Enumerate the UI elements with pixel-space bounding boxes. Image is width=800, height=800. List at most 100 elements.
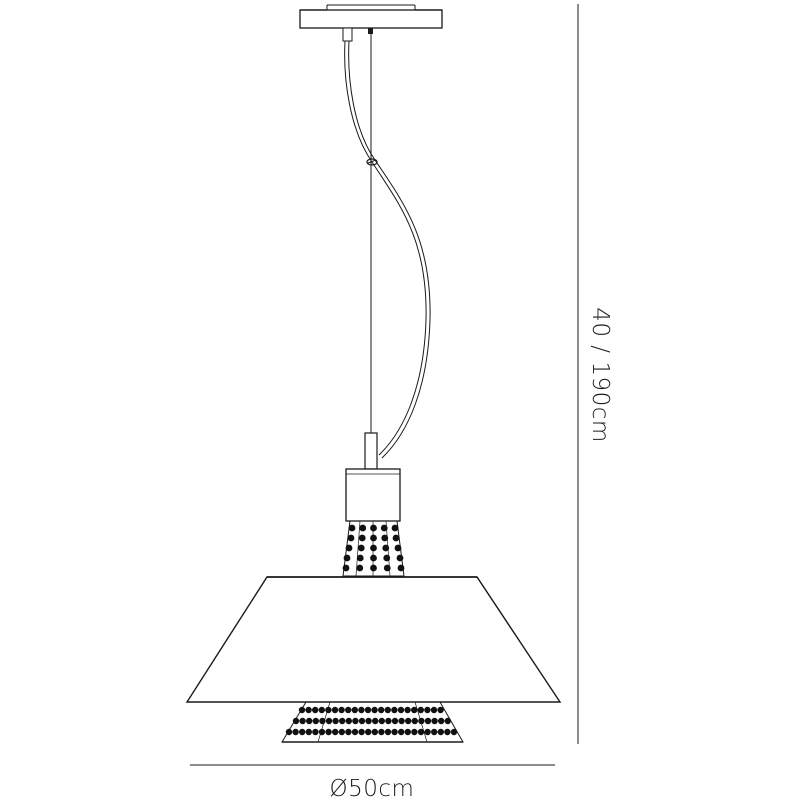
crystal-bead [411,728,418,736]
crystal-bead [372,717,379,725]
crystal-bead [358,706,365,714]
crystal-bead [424,728,431,736]
crystal-bead [312,728,319,736]
crystal-bead [339,717,346,725]
crystal-bead [364,706,372,714]
crystal-bead [345,706,352,714]
crystal-bead [391,728,398,736]
crystal-bead [370,534,377,542]
crystal-bead [319,717,326,725]
height-dimension-label: 40 / 190cm [587,307,613,443]
crystal-bead [357,544,365,552]
crystal-bead [358,717,366,725]
crystal-bead [444,717,451,725]
crystal-bead [404,706,411,714]
crystal-bead [444,728,451,736]
crystal-bead [398,728,405,736]
crystal-bead [359,524,367,532]
crystal-bead [332,728,339,736]
crystal-bead [430,706,438,714]
crystal-bead [312,717,319,725]
lamp-holder [345,468,401,522]
crystal-bead [370,564,377,572]
crystal-bead [411,717,418,725]
crystal-bead [380,524,388,532]
crystal-bead [378,717,385,725]
crystal-bead [338,728,345,736]
crystal-bead [371,728,378,736]
crystal-bead [365,728,372,736]
crystal-bead [371,706,378,714]
crystal-bead [348,524,356,532]
crystal-bead [370,544,377,552]
crystal-bead [318,728,326,736]
power-cable [344,40,431,459]
crystal-bead [383,554,391,562]
crystal-bead [384,706,391,714]
ceiling-plate [299,4,443,29]
crystal-bead [396,554,404,562]
crystal-bead [391,717,399,725]
crystal-bead [385,717,392,725]
crystal-bead [405,717,412,725]
crystal-bead [437,728,444,736]
lower-crystal-frame [281,701,464,743]
crystal-bead [398,717,405,725]
crystal-bead [382,544,390,552]
crystal-bead [292,728,299,736]
crystal-bead [384,728,392,736]
crystal-bead [292,717,300,725]
crystal-bead [431,717,438,725]
crystal-bead [438,717,445,725]
crystal-bead [298,706,306,714]
crystal-bead [391,706,398,714]
crystal-bead [331,706,339,714]
upper-crystal-frame [342,520,405,577]
crystal-bead [450,728,458,736]
crystal-bead [325,728,332,736]
crystal-bead [424,706,431,714]
crystal-bead [345,728,352,736]
crystal-bead [378,728,385,736]
top-cable-grip [342,27,373,42]
crystal-bead [381,534,389,542]
crystal-bead [351,728,359,736]
crystal-bead [394,544,402,552]
crystal-bead [351,706,358,714]
crystal-bead [285,728,293,736]
crystal-bead [370,524,377,532]
crystal-bead [356,564,364,572]
crystal-bead [358,728,365,736]
crystal-bead [356,554,364,562]
crystal-bead [338,706,345,714]
crystal-bead [345,717,352,725]
crystal-bead [332,717,339,725]
crystal-bead [342,564,350,572]
crystal-bead [358,534,366,542]
crystal-bead [370,554,377,562]
crystal-bead [312,706,319,714]
crystal-bead [299,717,306,725]
crystal-bead [411,706,418,714]
crystal-bead [343,554,351,562]
crystal-bead [306,717,313,725]
crystal-bead [391,524,399,532]
crystal-bead [318,706,325,714]
upper-crystal-beads [342,524,405,572]
crystal-bead [397,706,405,714]
crystal-bead [424,717,432,725]
diameter-dimension-label: Ø50cm [330,776,415,800]
cable-clip [366,158,378,166]
crystal-bead [397,564,405,572]
crystal-bead [325,717,333,725]
crystal-bead [437,706,444,714]
crystal-bead [431,728,438,736]
crystal-bead [345,544,353,552]
crystal-bead [305,728,312,736]
crystal-bead [305,706,312,714]
crystal-bead [383,564,391,572]
crystal-bead [392,534,400,542]
crystal-bead [404,728,411,736]
crystal-bead [325,706,332,714]
